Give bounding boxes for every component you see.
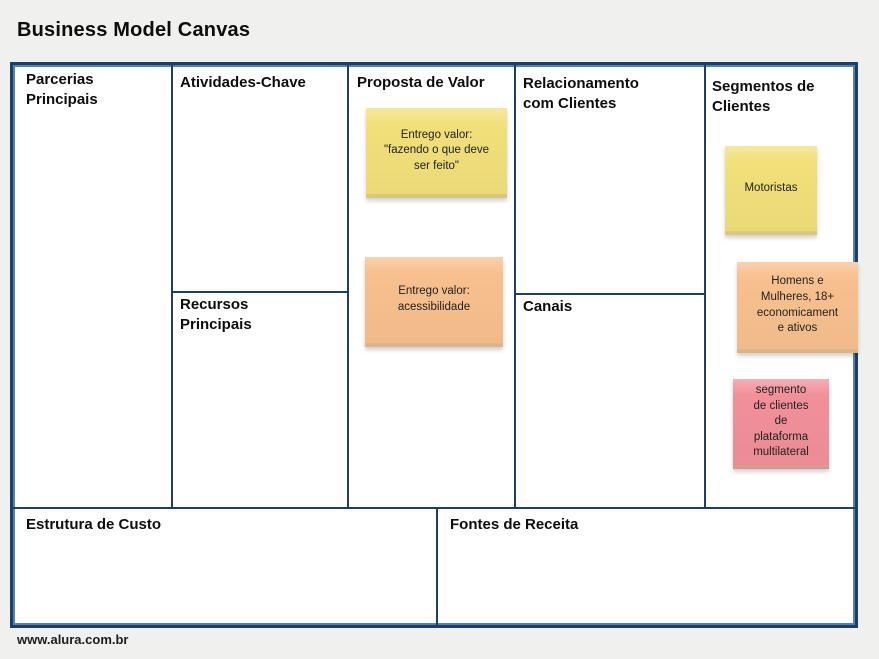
section-label-parcerias-principais: Parcerias Principais (26, 71, 98, 109)
section-label-fontes-de-receita: Fontes de Receita (450, 516, 579, 533)
grid-divider-horizontal (171, 291, 349, 293)
page-title: Business Model Canvas (17, 19, 251, 41)
section-label-segmentos-de-clientes: Segmentos de Clientes (712, 78, 815, 116)
sticky-note-entrego-valor-feito[interactable]: Entrego valor: "fazendo o que deve ser f… (366, 108, 507, 198)
section-label-recursos-principais: Recursos Principais (180, 296, 252, 334)
grid-divider-vertical (704, 65, 706, 508)
section-label-canais: Canais (523, 298, 573, 315)
grid-divider-vertical (171, 65, 173, 508)
grid-divider-horizontal (13, 507, 857, 509)
sticky-note-entrego-valor-acessibilidade[interactable]: Entrego valor: acessibilidade (365, 257, 503, 347)
footer-url: www.alura.com.br (17, 632, 129, 647)
sticky-note-motoristas[interactable]: Motoristas (725, 146, 817, 235)
sticky-note-homens-mulheres[interactable]: Homens e Mulheres, 18+ economicament e a… (737, 262, 858, 353)
grid-divider-vertical (514, 65, 516, 508)
sticky-note-segmento-plataforma[interactable]: segmento de clientes de plataforma multi… (733, 379, 829, 469)
grid-divider-horizontal (514, 293, 706, 295)
section-label-proposta-de-valor: Proposta de Valor (357, 74, 485, 91)
grid-divider-vertical (347, 65, 349, 508)
section-label-relacionamento-com-clientes: Relacionamento com Clientes (523, 75, 639, 113)
section-label-estrutura-de-custo: Estrutura de Custo (26, 516, 162, 533)
grid-divider-vertical (436, 507, 438, 628)
section-label-atividades-chave: Atividades-Chave (180, 74, 306, 91)
